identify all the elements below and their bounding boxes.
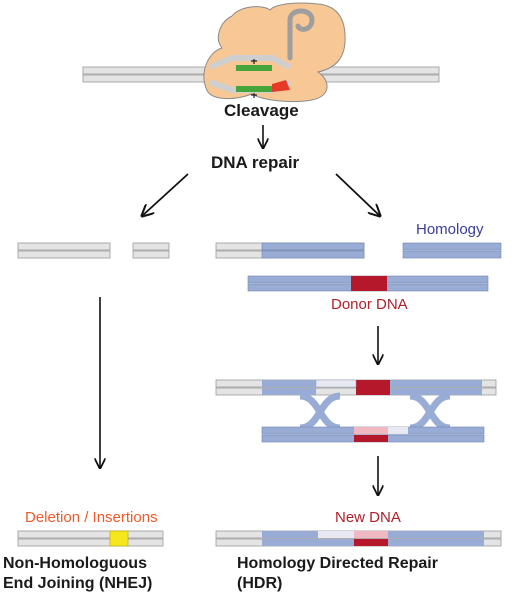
guide-rna-green-bottom — [236, 86, 272, 92]
nhej-title-line2: End Joining (NHEJ) — [3, 575, 153, 592]
cas9-complex — [82, 2, 440, 103]
nhej-title: Non-Homologuous End Joining (NHEJ) — [3, 554, 152, 594]
donor-dna-label: Donor DNA — [331, 296, 408, 313]
hdr-broken-dna — [215, 242, 502, 259]
guide-rna-hairpin — [287, 8, 315, 61]
arrow-to-nhej — [142, 173, 189, 216]
cleavage-label: Cleavage — [224, 101, 299, 120]
indel-insert — [109, 530, 129, 547]
dna-repair-label: DNA repair — [211, 153, 300, 172]
hdr-title: Homology Directed Repair (HDR) — [237, 554, 438, 594]
cut-mark-bottom — [251, 93, 257, 98]
unwound-strand-top — [208, 55, 292, 70]
cut-mark-top — [251, 59, 257, 64]
pam-site — [272, 80, 290, 92]
hdr-title-line1: Homology Directed Repair — [237, 555, 438, 572]
strand-invasion — [215, 379, 497, 443]
hdr-result-dna — [215, 530, 502, 547]
guide-rna-green-top — [236, 65, 272, 71]
nhej-result-dna — [17, 530, 164, 547]
nhej-broken-dna — [17, 242, 170, 259]
donor-dna — [247, 275, 489, 292]
deletion-insertions-label: Deletion / Insertions — [25, 509, 158, 526]
homology-label: Homology — [416, 221, 484, 238]
new-dna-label: New DNA — [335, 509, 401, 526]
nhej-title-line1: Non-Homologuous — [3, 555, 147, 572]
hdr-title-line2: (HDR) — [237, 575, 283, 592]
donor-insert — [351, 276, 387, 291]
arrow-to-hdr — [335, 173, 380, 216]
